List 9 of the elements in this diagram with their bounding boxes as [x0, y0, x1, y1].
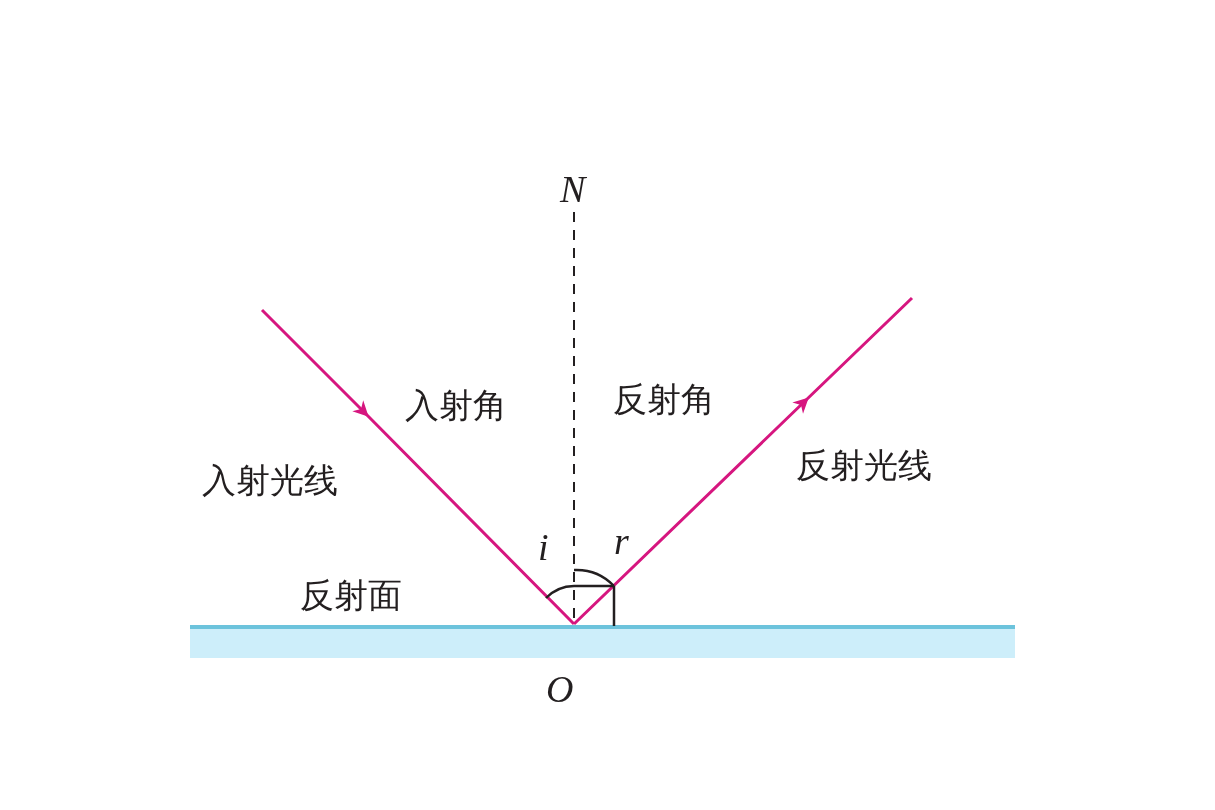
ray-label: 入射光线	[202, 463, 338, 497]
point-label: N	[560, 170, 586, 208]
angle-symbol: i	[538, 528, 549, 566]
surface-label: 反射面	[300, 578, 402, 612]
angle-label: 反射角	[613, 382, 715, 416]
ray-label: 反射光线	[796, 448, 932, 482]
angle-label: 入射角	[405, 388, 507, 422]
point-label: O	[546, 670, 574, 708]
angle-symbol: r	[614, 522, 629, 560]
